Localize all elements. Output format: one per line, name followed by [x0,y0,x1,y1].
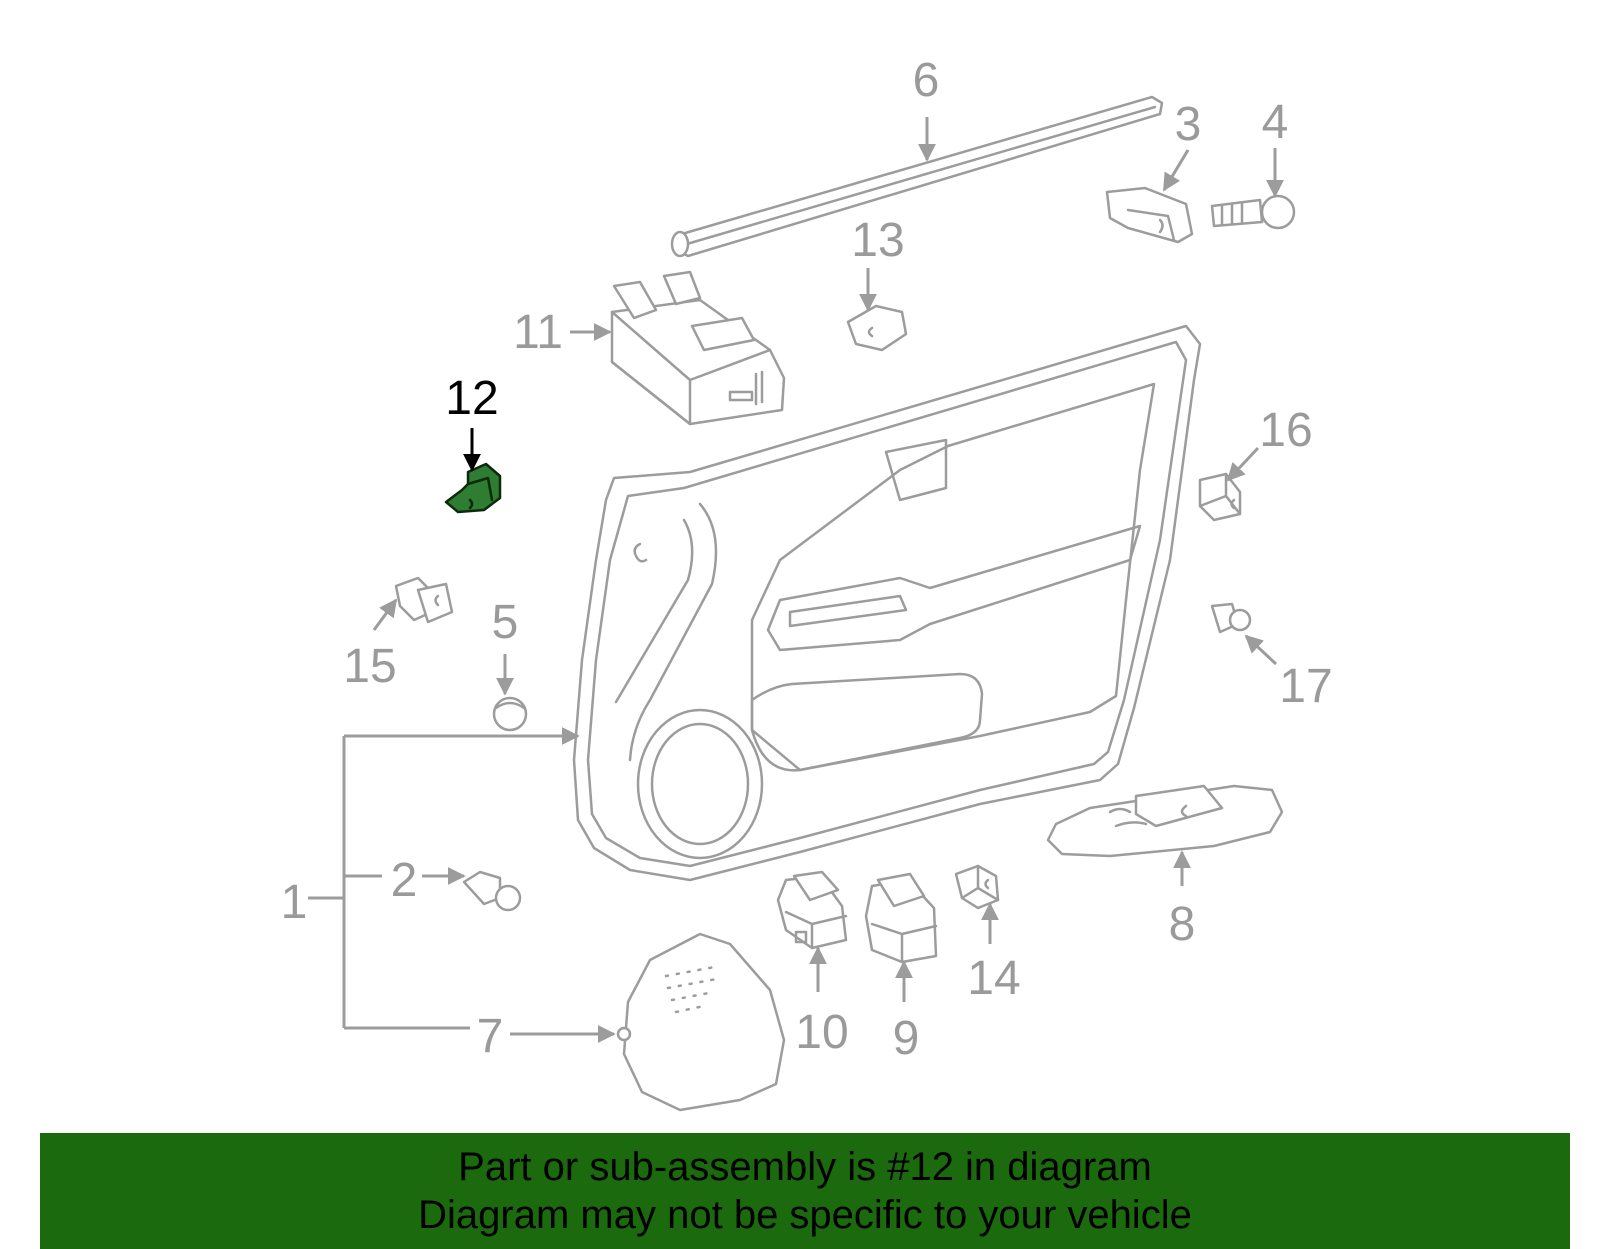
callout-labels: 6 3 4 13 11 12 16 15 5 17 2 1 8 14 10 9 … [281,54,1333,1065]
part-9-switch[interactable] [864,872,938,964]
part-1-door-trim-panel[interactable] [572,324,1202,882]
callout-14: 14 [967,952,1020,1005]
part-11-master-switch[interactable] [610,270,786,426]
part-17-clip[interactable] [1210,602,1252,634]
part-7-speaker[interactable] [616,932,786,1112]
callout-8: 8 [1169,898,1196,951]
part-10-switch[interactable] [776,870,848,950]
banner-line-1: Part or sub-assembly is #12 in diagram [458,1145,1152,1189]
part-6-weatherstrip[interactable] [670,95,1164,258]
callout-3: 3 [1175,98,1202,151]
callout-6: 6 [913,54,940,107]
callout-12: 12 [445,372,498,425]
callout-10: 10 [795,1006,848,1059]
leader-lines [308,117,1284,1043]
part-3-clip[interactable] [1105,186,1194,244]
part-14-clip[interactable] [954,864,1000,910]
info-banner: Part or sub-assembly is #12 in diagram D… [40,1133,1570,1249]
callout-16: 16 [1259,404,1312,457]
part-12-bracket-highlighted[interactable] [444,462,502,514]
callout-2: 2 [391,854,418,907]
callout-11: 11 [513,306,563,359]
callout-13: 13 [851,214,904,267]
callout-1: 1 [281,876,308,929]
callout-17: 17 [1279,660,1332,713]
callout-7: 7 [477,1010,504,1063]
part-4-screw[interactable] [1210,194,1296,230]
callout-5: 5 [492,596,519,649]
part-8-switch-base[interactable] [1046,784,1284,858]
part-2-clip[interactable] [462,870,522,912]
part-15-clip[interactable] [394,576,454,624]
part-16-clip[interactable] [1198,472,1242,522]
part-5-plug[interactable] [492,696,528,732]
banner-line-2: Diagram may not be specific to your vehi… [418,1193,1192,1237]
callout-9: 9 [893,1012,920,1065]
callout-4: 4 [1262,96,1289,149]
callout-15: 15 [343,640,396,693]
part-13-clip[interactable] [846,304,908,352]
